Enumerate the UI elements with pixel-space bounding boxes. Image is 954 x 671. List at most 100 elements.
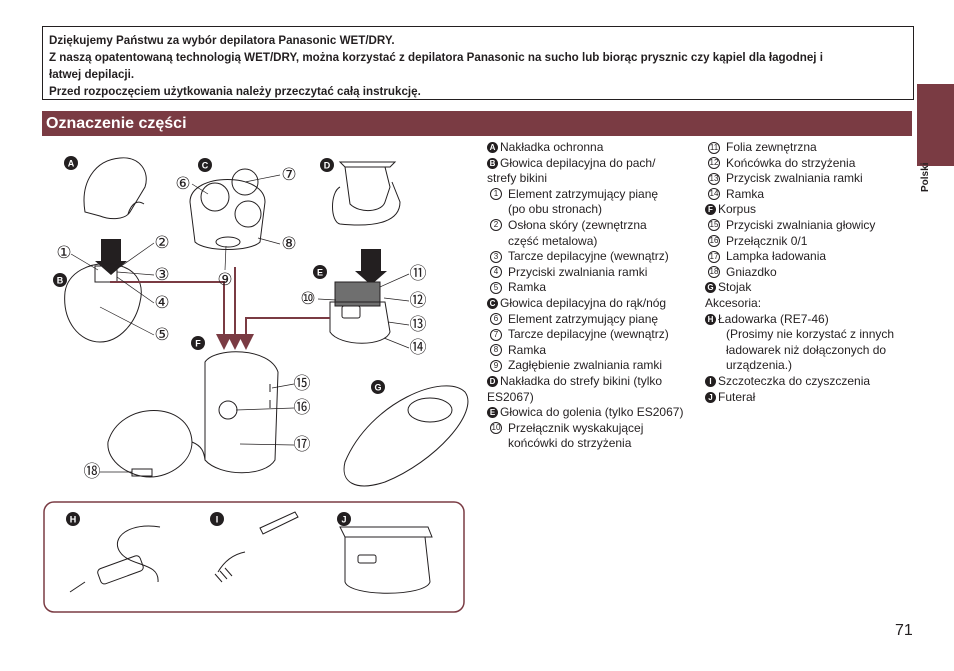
part-letter-badge: E [487, 407, 498, 419]
part-label: część metalowa) [508, 233, 598, 248]
part-number-badge: 3 [490, 250, 502, 263]
parts-list-item: 14 Ramka [705, 187, 915, 203]
part-label: Przełącznik 0/1 [726, 233, 808, 248]
callout-16: ⑯ [294, 398, 311, 418]
part-label: Stojak [718, 280, 752, 295]
part-label: Ramka [726, 186, 765, 201]
part-label: Gniazdko [726, 264, 777, 279]
part-letter-badge: D [487, 375, 498, 387]
callout-11: ⑪ [410, 264, 427, 284]
part-number-badge: 2 [490, 219, 502, 232]
part-label: Szczoteczka do czyszczenia [718, 373, 871, 388]
part-label: (po obu stronach) [508, 202, 603, 217]
arrow-a-to-b [95, 239, 127, 275]
parts-list-item: 16 Przełącznik 0/1 [705, 234, 915, 250]
part-label: urządzenia.) [726, 358, 793, 373]
part-label: Przyciski zwalniania ramki [508, 264, 648, 279]
part-label: Głowica depilacyjna do rąk/nóg [500, 295, 667, 310]
part-label: końcówki do strzyżenia [508, 436, 632, 451]
part-label: Akcesoria: [705, 295, 762, 310]
callout-12: ⑫ [410, 291, 427, 311]
arrow-d-to-e [355, 249, 387, 285]
part-number-badge: 12 [708, 157, 720, 170]
part-number-badge: 8 [490, 344, 502, 357]
parts-list-item: ładowarek niż dołączonych do [705, 343, 915, 359]
callout-3: ③ [154, 265, 169, 285]
part-letter-badge: F [705, 204, 716, 216]
charging-socket-drawing [107, 410, 206, 478]
callout-14: ⑭ [410, 338, 427, 358]
part-letter-badge: A [487, 142, 498, 153]
part-label: Folia zewnętrzna [726, 140, 817, 154]
parts-list-item: końcówki do strzyżenia [487, 436, 699, 452]
callout-15: ⑮ [294, 374, 311, 394]
cleaning-brush-drawing [214, 511, 299, 583]
callout-17: ⑰ [294, 435, 311, 455]
callout-8: ⑧ [281, 234, 296, 254]
part-number-badge: 14 [708, 188, 720, 201]
part-number-badge: 15 [708, 219, 720, 232]
part-label: Lampka ładowania [726, 249, 827, 264]
intro-line-2: Z naszą opatentowaną technologią WET/DRY… [49, 51, 823, 64]
parts-list-item: 2 Osłona skóry (zewnętrzna [487, 218, 699, 234]
parts-list-item: (Prosimy nie korzystać z innych [705, 327, 915, 343]
badge-c: C [202, 161, 209, 171]
callout-5: ⑤ [154, 325, 169, 345]
part-label: strefy bikini [487, 171, 548, 186]
part-label: ładowarek niż dołączonych do [726, 342, 887, 357]
part-label: Korpus [718, 202, 757, 217]
part-letter-badge: I [705, 375, 716, 387]
language-tab-marker [917, 84, 954, 166]
part-label: Przycisk zwalniania ramki [726, 171, 863, 186]
part-number-badge: 16 [708, 235, 720, 248]
badge-h: H [70, 515, 77, 525]
part-label: Tarcze depilacyjne (wewnątrz) [508, 249, 669, 264]
part-label: (Prosimy nie korzystać z innych [726, 327, 895, 342]
callout-7: ⑦ [281, 165, 296, 185]
parts-list-item: urządzenia.) [705, 358, 915, 374]
parts-list-item: część metalowa) [487, 234, 699, 250]
part-label: Osłona skóry (zewnętrzna [508, 217, 647, 232]
badge-i: I [216, 515, 219, 525]
badge-j: J [341, 515, 346, 525]
part-label: Zagłębienie zwalniania ramki [508, 358, 663, 373]
part-number-badge: 11 [708, 141, 720, 154]
badge-f: F [195, 339, 201, 349]
part-number-badge: 6 [490, 313, 502, 326]
intro-line-4: Przed rozpoczęciem użytkowania należy pr… [49, 85, 421, 98]
connector-lines [110, 267, 330, 350]
charger-drawing [69, 525, 161, 593]
badge-b: B [57, 276, 64, 286]
part-letter-badge: J [705, 391, 716, 403]
language-tab-label: Polski [920, 162, 931, 192]
badge-d: D [324, 161, 331, 171]
part-number-badge: 17 [708, 250, 720, 263]
part-label: Głowica depilacyjna do pach/ [500, 155, 656, 170]
part-label: Przyciski zwalniania głowicy [726, 217, 876, 232]
figure-number-callouts: ① ② ③ ④ ⑤ ⑥ ⑦ ⑧ ⑨ ⑩ ⑪ ⑫ ⑬ ⑭ ⑮ ⑯ ⑰ ⑱ [56, 165, 426, 482]
shaving-head-drawing [329, 281, 391, 344]
underarm-head-drawing [64, 263, 142, 343]
part-label: Tarcze depilacyjne (wewnątrz) [508, 327, 669, 342]
callout-9: ⑨ [217, 270, 232, 290]
part-label: Element zatrzymujący pianę [508, 186, 659, 201]
callout-1: ① [56, 243, 71, 263]
part-label: ES2067) [487, 389, 534, 404]
callout-2: ② [154, 233, 169, 253]
parts-list-item: 15 Przyciski zwalniania głowicy [705, 218, 915, 234]
